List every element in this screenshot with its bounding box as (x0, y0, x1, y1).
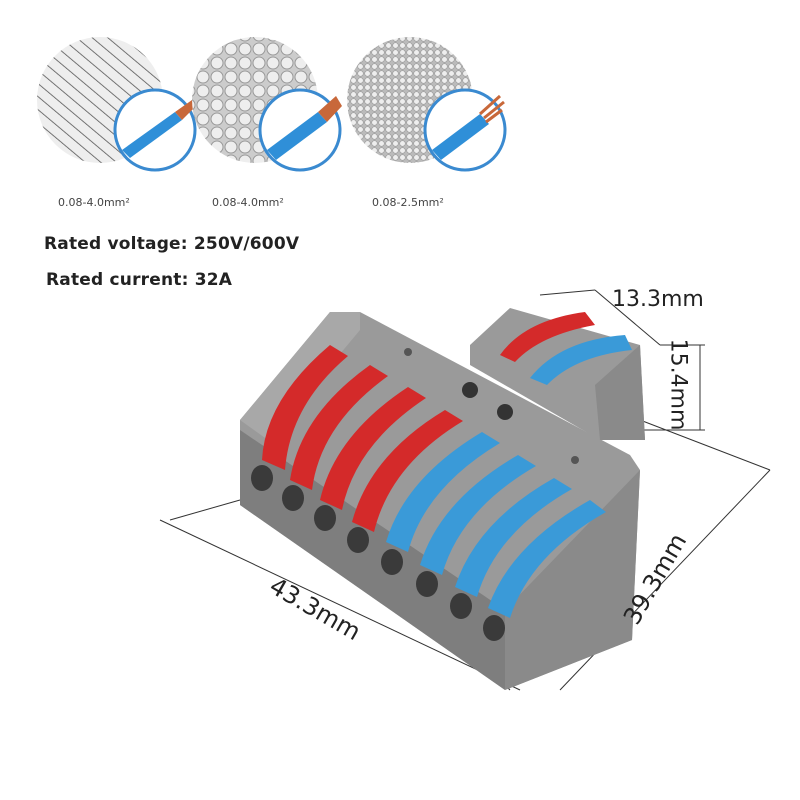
wire-spec-2: 0.08-4.0mm² (212, 196, 284, 209)
small-red-lever[interactable] (500, 312, 595, 362)
red-levers[interactable] (262, 345, 463, 532)
wire-solid-icon (37, 37, 197, 172)
dimension-small-height: 15.4mm (665, 338, 691, 431)
dimension-small-width: 13.3mm (612, 287, 704, 312)
small-blue-lever[interactable] (530, 335, 632, 385)
rated-current: Rated current: 32A (46, 270, 233, 290)
wire-spec-3: 0.08-2.5mm² (372, 196, 444, 209)
wire-holes (251, 465, 505, 641)
wire-spec-1: 0.08-4.0mm² (58, 196, 130, 209)
blue-levers[interactable] (386, 432, 606, 618)
wire-stranded-icon (192, 37, 342, 172)
rated-voltage: Rated voltage: 250V/600V (44, 234, 300, 254)
connector-small-module (470, 308, 645, 440)
wire-fine-stranded-icon (347, 37, 507, 172)
